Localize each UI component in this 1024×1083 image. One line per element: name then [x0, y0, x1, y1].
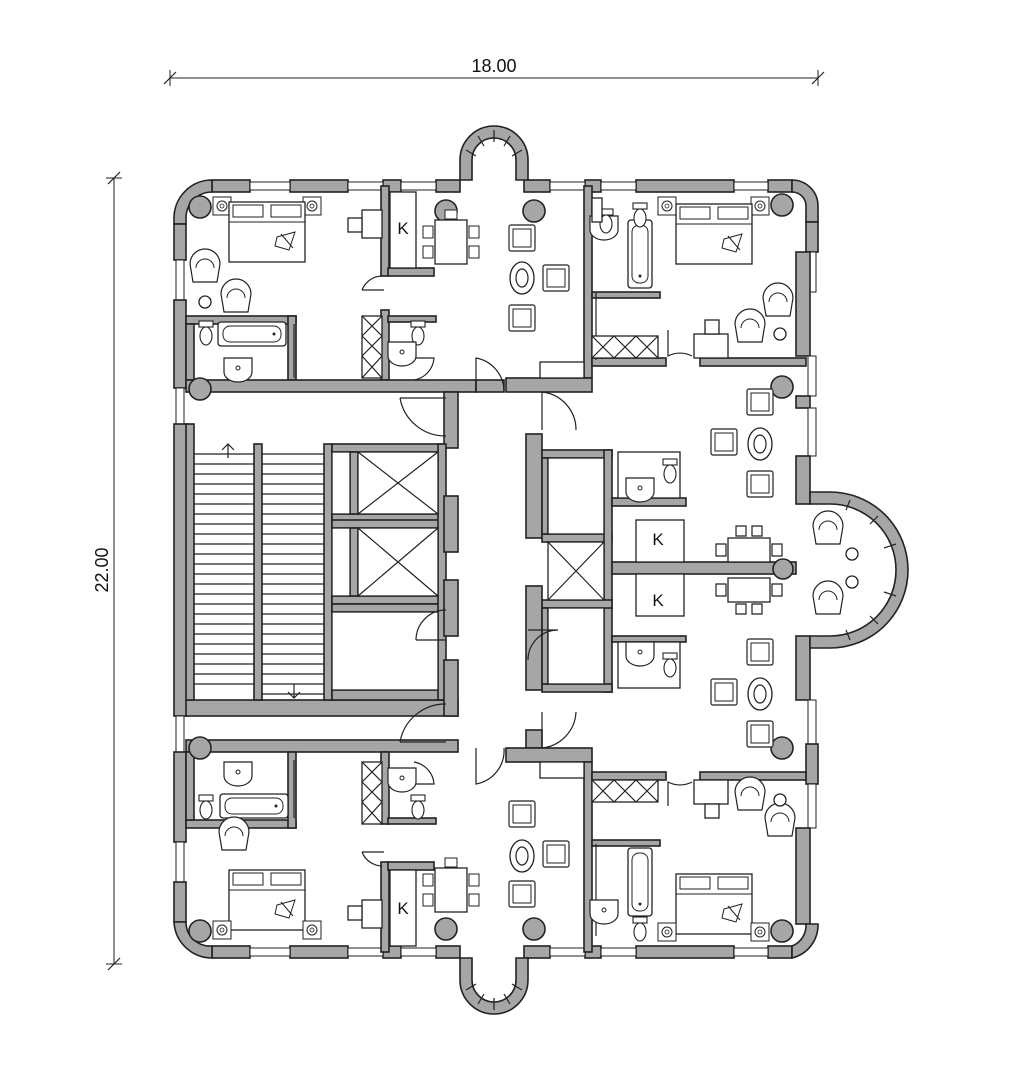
dimension-height: 22.00	[92, 171, 122, 971]
apartment-top-right	[589, 196, 794, 359]
doors	[293, 275, 693, 936]
dimension-width: 18.00	[163, 56, 825, 86]
dimension-height-label: 22.00	[92, 547, 112, 592]
dimension-width-label: 18.00	[471, 56, 516, 76]
kitchen-label-1: K	[397, 219, 409, 238]
kitchen-label-2: K	[652, 530, 664, 549]
staircase	[194, 443, 324, 699]
apartment-right-center: K K	[617, 388, 859, 748]
exterior-walls	[173, 125, 909, 1015]
apartment-top-left: K	[189, 191, 585, 383]
apartment-bottom-right	[589, 776, 796, 942]
elevator-shafts	[331, 451, 605, 691]
columns	[188, 193, 794, 943]
kitchen-label-4: K	[397, 899, 409, 918]
kitchen-label-3: K	[652, 591, 664, 610]
interior-walls	[185, 185, 807, 953]
apartment-bottom-left: K	[198, 761, 585, 947]
